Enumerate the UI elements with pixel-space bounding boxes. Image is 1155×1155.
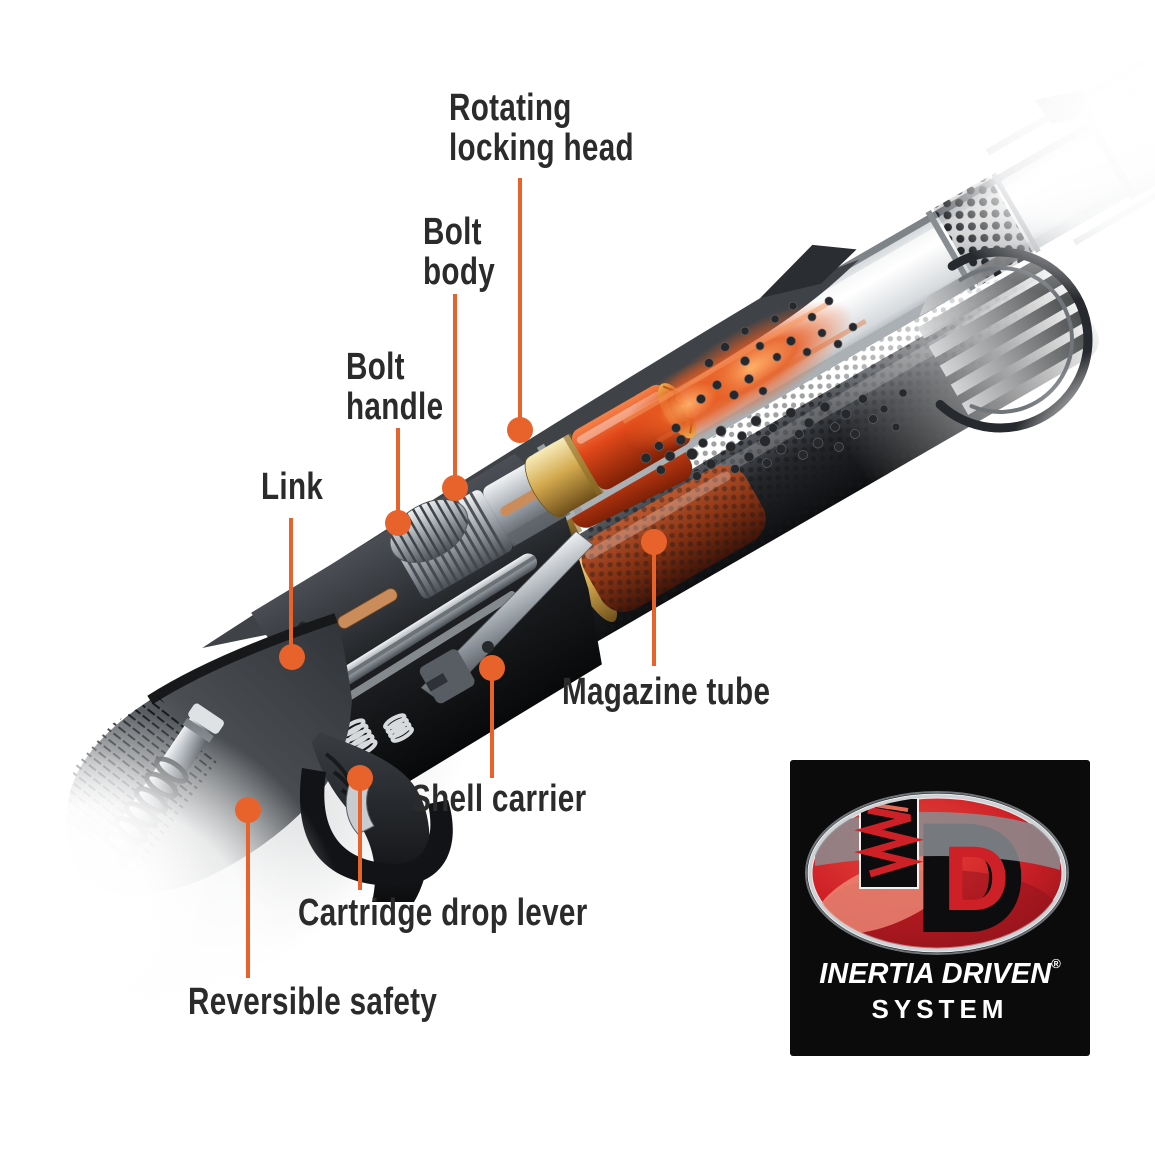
marker-magazine-tube: [641, 529, 667, 555]
leader-cartridge-drop-lever: [358, 788, 362, 890]
marker-cartridge-drop-lever: [347, 765, 373, 791]
shot-pellets: [640, 296, 908, 481]
label-bolt-body: Bolt body: [423, 211, 496, 294]
label-rotating-locking-head: Rotating locking head: [449, 87, 634, 170]
leader-bolt-handle: [396, 428, 400, 514]
marker-link: [279, 644, 305, 670]
registered-trademark: ®: [1051, 956, 1061, 971]
inertia-driven-logo: D D INERTIA DRIVEN® SYSTEM: [790, 760, 1090, 1056]
bolt-handle-knob: [384, 488, 476, 573]
logo-system-text: SYSTEM: [871, 994, 1009, 1024]
spring-icon: [854, 806, 924, 878]
trigger-guard: [299, 768, 453, 887]
leader-link: [289, 518, 293, 646]
shell-in-magazine: [569, 465, 766, 623]
marker-shell-carrier: [479, 655, 505, 681]
marker-reversible-safety: [235, 797, 261, 823]
leader-shell-carrier: [490, 678, 494, 778]
label-reversible-safety: Reversible safety: [188, 981, 438, 1023]
label-link: Link: [261, 466, 324, 508]
inertia-driven-badge: D D: [805, 791, 1069, 955]
marker-rotating-locking-head: [507, 417, 533, 443]
logo-monogram: D: [943, 828, 1009, 930]
leader-bolt-body: [453, 294, 457, 478]
label-magazine-tube: Magazine tube: [562, 671, 771, 713]
link: [315, 553, 538, 701]
label-bolt-handle: Bolt handle: [346, 346, 444, 429]
leader-reversible-safety: [246, 820, 250, 978]
label-shell-carrier: Shell carrier: [411, 778, 587, 820]
logo-brand-line: INERTIA DRIVEN®: [790, 956, 1090, 991]
shot-blast: [622, 299, 867, 452]
label-cartridge-drop-lever: Cartridge drop lever: [298, 892, 588, 934]
marker-bolt-body: [442, 475, 468, 501]
firing-pin: [337, 588, 398, 629]
logo-brand-text: INERTIA DRIVEN: [819, 958, 1052, 990]
leader-rotating-locking-head: [518, 178, 522, 418]
leader-magazine-tube: [652, 552, 656, 666]
marker-bolt-handle: [385, 510, 411, 536]
